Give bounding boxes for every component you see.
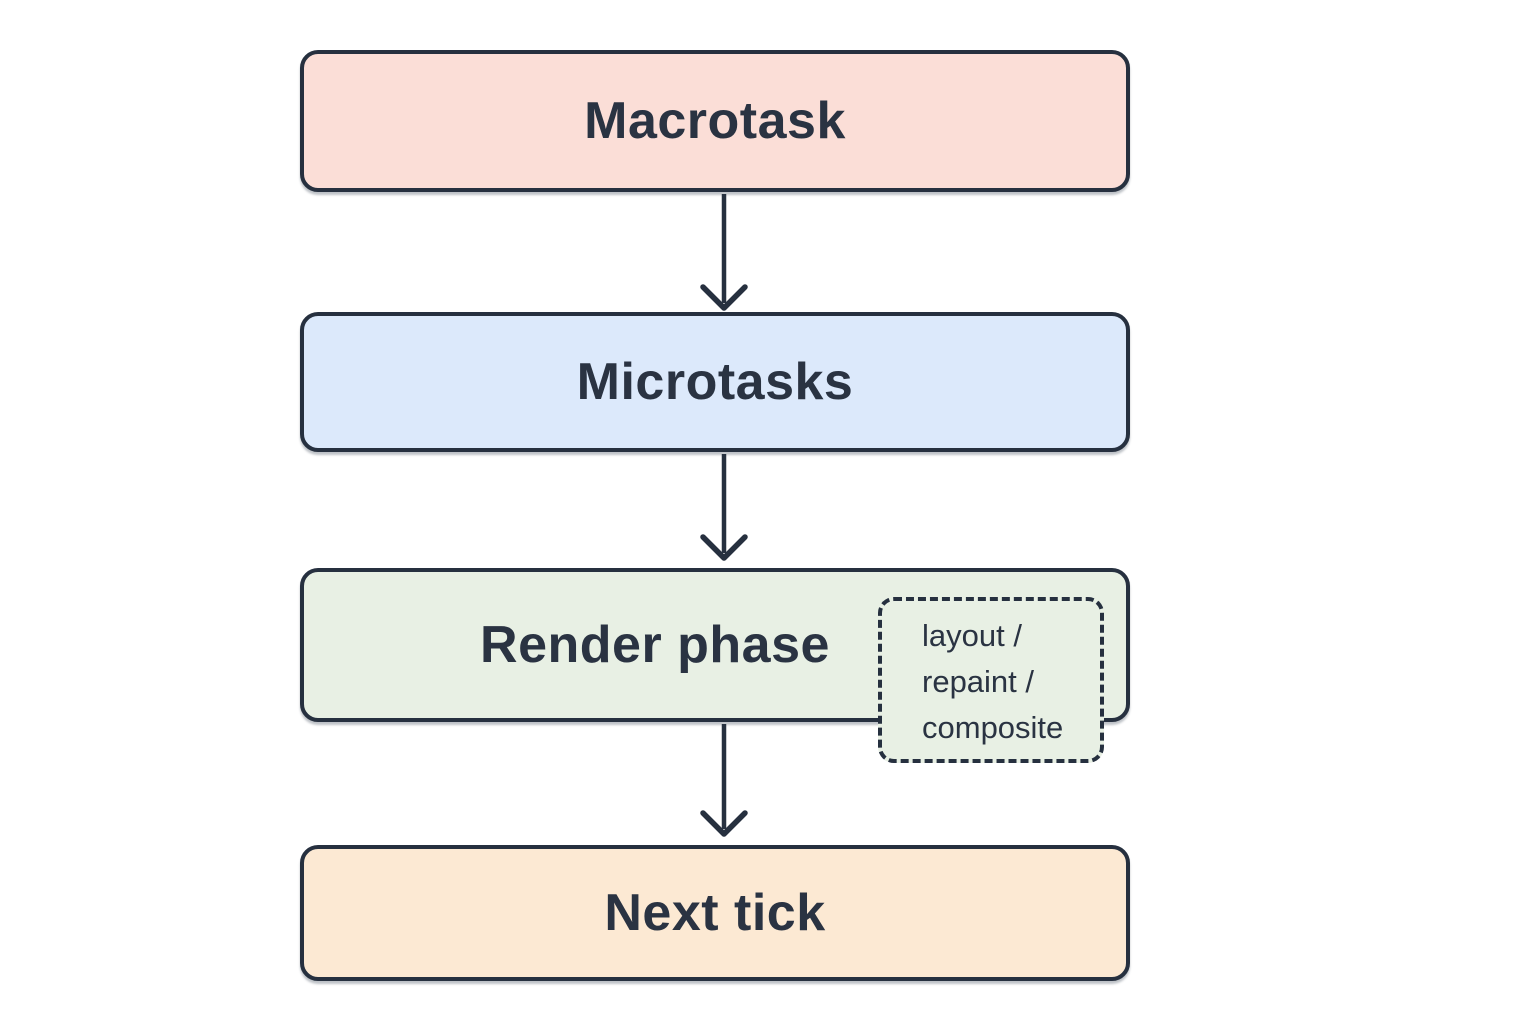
arrow-down-icon-macrotask-to-microtasks (700, 194, 748, 311)
node-macrotask: Macrotask (300, 50, 1130, 192)
node-next-tick-label: Next tick (604, 884, 826, 942)
render-phase-annotation-box: layout / repaint / composite (878, 597, 1104, 763)
annotation-line-repaint: repaint / (922, 664, 1035, 699)
arrow-down-icon-microtasks-to-render (700, 454, 748, 561)
node-microtasks-label: Microtasks (576, 353, 854, 411)
node-microtasks: Microtasks (300, 312, 1130, 452)
node-next-tick: Next tick (300, 845, 1130, 981)
node-render-phase-label: Render phase (480, 616, 830, 674)
node-macrotask-label: Macrotask (584, 92, 846, 150)
annotation-line-layout: layout / (922, 618, 1022, 653)
arrow-down-icon-render-to-next-tick (700, 724, 748, 837)
annotation-line-composite: composite (922, 710, 1064, 745)
